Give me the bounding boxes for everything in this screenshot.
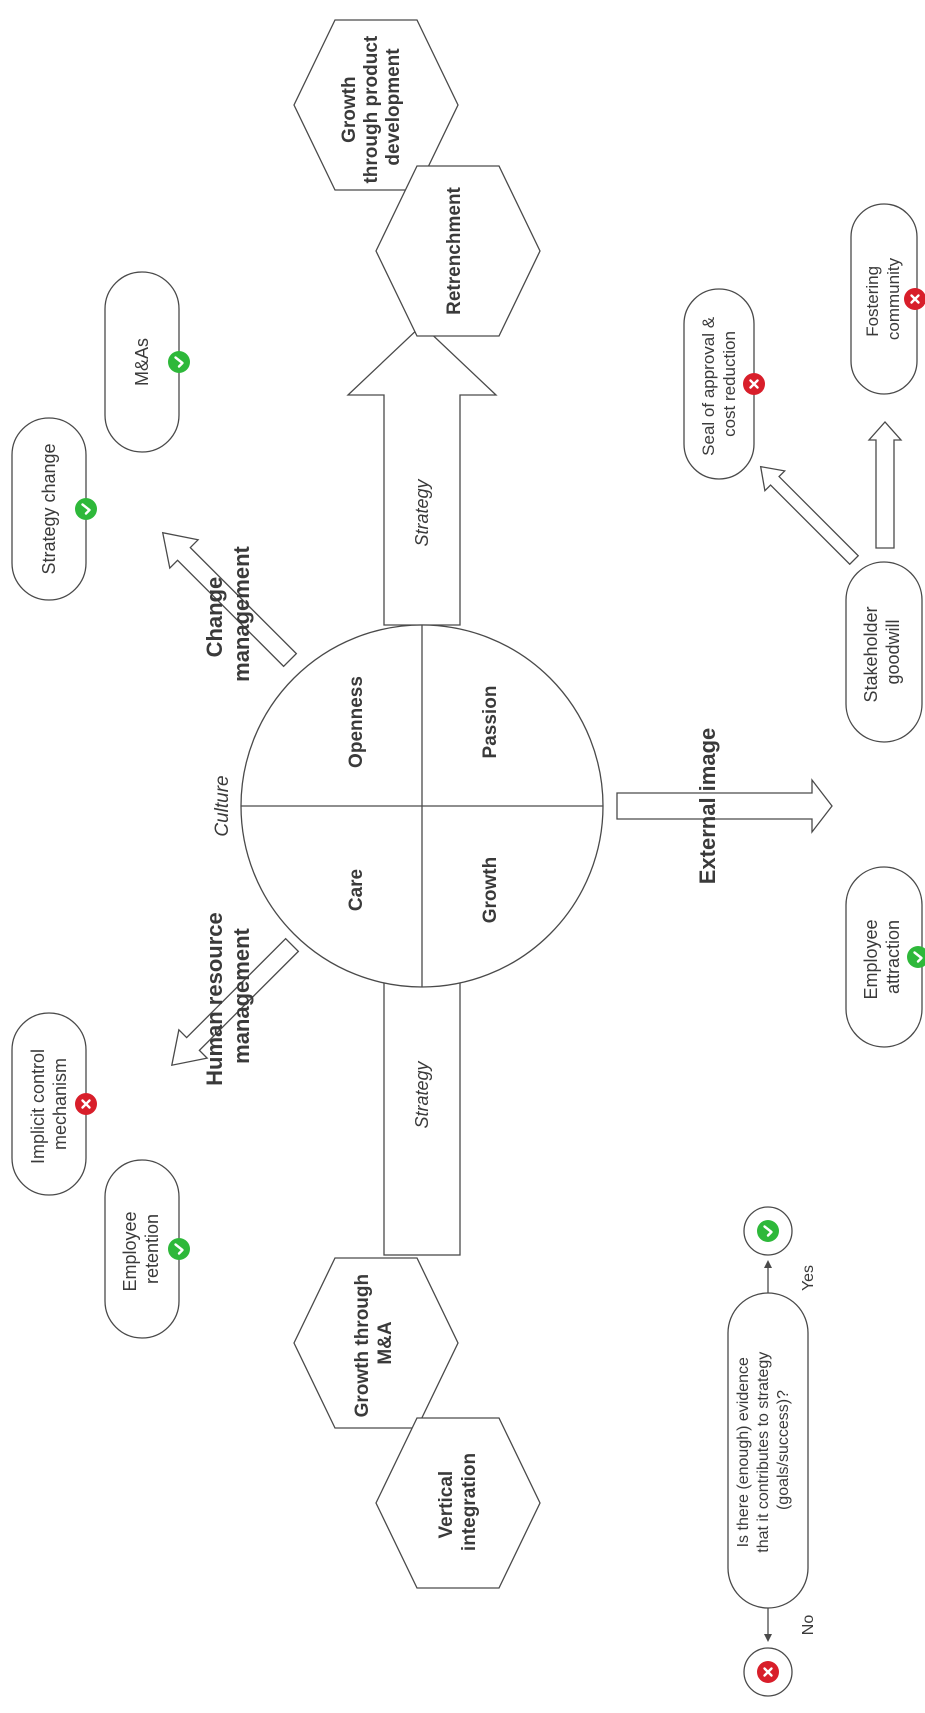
growth-product-line-1: Growth [339,76,360,143]
change-management-label: Change management [202,545,254,681]
seal-of-approval-line-2: cost reduction [720,331,739,437]
strategy-label-top: Strategy [412,478,432,546]
seal-of-approval-line-1: Seal of approval & [699,316,718,456]
employee-retention-line-1: Employee [120,1211,140,1291]
external-image-label: External image [695,728,720,885]
implicit-control-line-1: Implicit control [28,1049,48,1164]
stakeholder-goodwill-line-1: Stakeholder [861,606,881,702]
check-icon [168,351,190,373]
badge-mas [168,351,190,373]
badge-employee-retention [168,1238,190,1260]
growth-ma-line-1: Growth through [352,1274,373,1418]
quadrant-care: Care [346,869,367,911]
external-image-arrow [616,778,833,834]
culture-circle [240,624,604,988]
legend-yes-arrow [764,1260,772,1293]
pill-mas-label: M&As [132,338,152,386]
badge-fostering-community [904,288,925,310]
human-resource-line-2: management [229,927,254,1063]
strategy-label-bottom: Strategy [412,1060,432,1128]
quadrant-openness: Openness [346,676,367,768]
growth-product-line-2: through product [361,35,382,183]
vertical-integration-line-1: Vertical [436,1471,457,1539]
hexagon-retrenchment [375,165,541,337]
legend-no-label: No [800,1615,817,1636]
human-resource-line-1: Human resource [202,912,227,1086]
legend-yes-label: Yes [800,1265,817,1291]
implicit-control-line-2: mechanism [50,1058,70,1150]
check-icon [75,498,97,520]
badge-strategy-change [75,498,97,520]
vertical-integration-line-2: integration [459,1453,480,1551]
fostering-community-line-2: community [884,257,903,340]
pill-employee-attraction-label: Employee attraction [861,914,903,999]
pill-employee-retention-label: Employee retention [120,1206,162,1291]
culture-label: Culture [212,775,233,836]
employee-retention-line-2: retention [142,1214,162,1284]
hexagon-growth-product-label: Growth through product development [339,30,404,183]
hexagon-vertical-integration [375,1417,541,1589]
pill-stakeholder-goodwill [845,561,923,743]
strategy-arrow-top [346,324,498,626]
employee-attraction-line-1: Employee [861,919,881,999]
hexagon-retrenchment-label: Retrenchment [444,186,465,314]
pill-implicit-control [11,1012,87,1196]
hexagon-growth-ma-label: Growth through M&A [352,1269,396,1418]
stakeholder-to-community-arrow [867,421,903,549]
legend-yes-badge [757,1220,779,1242]
growth-ma-line-2: M&A [375,1321,396,1365]
change-management-line-1: Change [202,577,227,658]
legend-question: Is there (enough) evidence that it contr… [735,1347,792,1552]
legend-question-line-3: (goals/success)? [775,1390,792,1510]
fostering-community-line-1: Fostering [863,266,882,337]
hexagon-vertical-integration-label: Vertical integration [436,1453,480,1551]
legend-question-line-2: that it contributes to strategy [755,1352,772,1553]
stakeholder-to-seal-arrow [759,465,860,566]
stakeholder-goodwill-line-2: goodwill [883,619,903,684]
badge-seal-of-approval [743,373,765,395]
check-icon [168,1238,190,1260]
quadrant-passion: Passion [480,686,501,759]
change-management-arrow [161,531,298,668]
employee-attraction-line-2: attraction [883,920,903,994]
human-resource-label: Human resource management [202,906,254,1086]
legend-question-line-1: Is there (enough) evidence [735,1357,752,1547]
legend-no-arrow [764,1608,772,1642]
growth-product-line-3: development [383,48,404,166]
pill-implicit-control-label: Implicit control mechanism [28,1044,70,1164]
check-icon [757,1220,779,1242]
pill-stakeholder-goodwill-label: Stakeholder goodwill [861,601,903,702]
pill-fostering-community-label: Fostering community [863,257,903,340]
pill-seal-of-approval-label: Seal of approval & cost reduction [699,312,739,456]
badge-implicit-control [75,1093,97,1115]
quadrant-growth: Growth [480,857,501,924]
check-icon [907,946,925,968]
pill-legend-question [727,1292,809,1609]
pill-strategy-change-label: Strategy change [39,443,59,574]
legend-no-badge [757,1661,779,1683]
human-resource-arrow [170,937,300,1067]
change-management-line-2: management [229,545,254,681]
badge-employee-attraction [907,946,925,968]
